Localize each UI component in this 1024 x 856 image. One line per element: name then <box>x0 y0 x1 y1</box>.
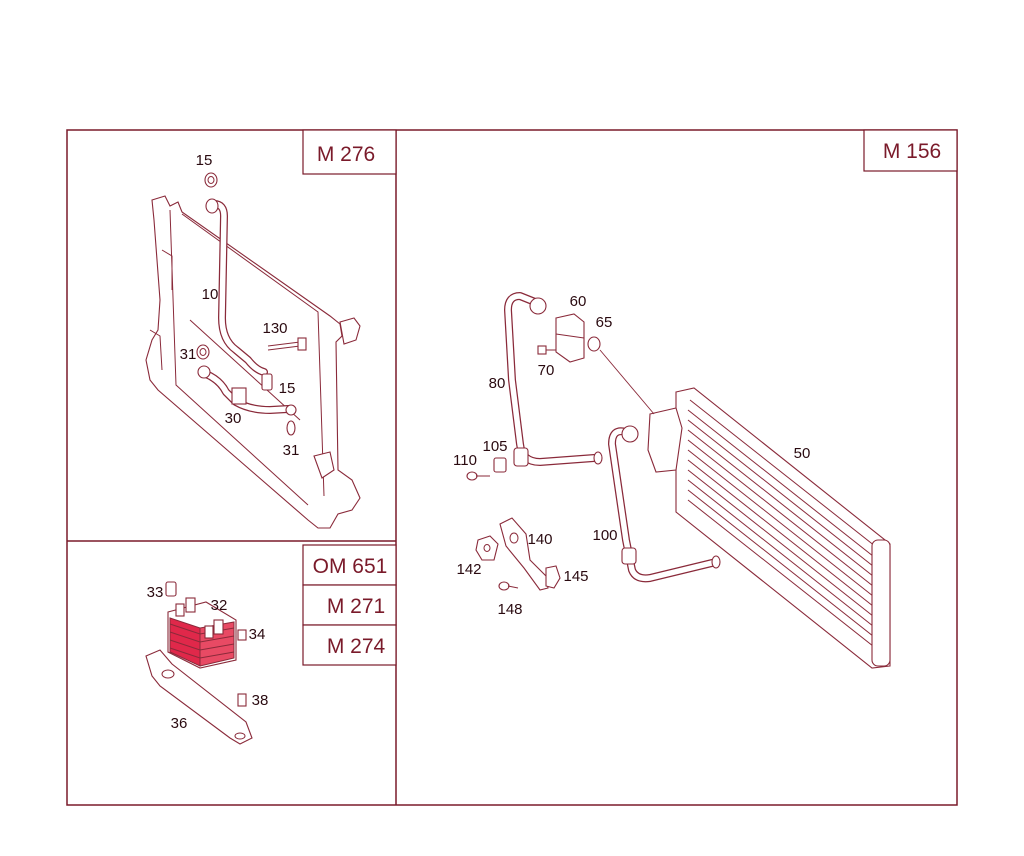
fitting-15-right <box>261 373 273 391</box>
bolt-148 <box>498 581 519 591</box>
callout-34: 34 <box>249 626 266 643</box>
callout-15-top: 15 <box>196 152 213 169</box>
nut-145 <box>545 565 561 589</box>
callout-65: 65 <box>596 314 613 331</box>
seal-15-top <box>204 172 218 188</box>
svg-text:M 156: M 156 <box>883 140 941 163</box>
leader-65 <box>599 349 655 415</box>
oil-cooler <box>167 597 237 669</box>
seal-65 <box>587 336 601 352</box>
callout-10: 10 <box>202 286 219 303</box>
bolt-38 <box>237 693 247 707</box>
bracket-140 <box>499 517 549 591</box>
cooler-50 <box>647 387 891 669</box>
model-label-om651: OM 651 <box>302 544 397 586</box>
callout-32: 32 <box>211 597 228 614</box>
connector-60 <box>555 313 585 363</box>
callout-50: 50 <box>794 445 811 462</box>
diagram-frame <box>66 129 958 806</box>
cooler-line-30 <box>197 365 292 414</box>
callout-100: 100 <box>592 527 617 544</box>
svg-text:M 276: M 276 <box>317 143 375 166</box>
cooler-line-10 <box>205 198 268 376</box>
clip-105 <box>493 457 507 473</box>
callout-15-right: 15 <box>279 380 296 397</box>
callout-105: 105 <box>482 438 507 455</box>
model-label-m156: M 156 <box>863 129 958 172</box>
nut-142 <box>475 535 499 561</box>
callout-140: 140 <box>527 531 552 548</box>
svg-text:M 274: M 274 <box>327 635 386 658</box>
callout-145: 145 <box>563 568 588 585</box>
callout-130: 130 <box>262 320 287 337</box>
callout-80: 80 <box>489 375 506 392</box>
seal-31-left <box>196 344 210 360</box>
model-label-m276: M 276 <box>302 129 397 175</box>
callout-60: 60 <box>570 293 587 310</box>
screw-34 <box>237 629 247 641</box>
bracket-36 <box>145 649 253 745</box>
callout-30: 30 <box>225 410 242 427</box>
callout-33: 33 <box>147 584 164 601</box>
callout-142: 142 <box>456 561 481 578</box>
model-label-m271: M 271 <box>302 584 397 626</box>
svg-text:OM 651: OM 651 <box>313 555 388 578</box>
callout-36: 36 <box>171 715 188 732</box>
oil-line-80 <box>504 292 603 467</box>
callout-38: 38 <box>252 692 269 709</box>
callout-148: 148 <box>497 601 522 618</box>
callout-110: 110 <box>453 452 477 469</box>
bolt-70 <box>537 345 556 355</box>
model-label-m274: M 274 <box>302 624 397 666</box>
svg-text:M 271: M 271 <box>327 595 385 618</box>
bolt-130 <box>267 337 307 351</box>
seal-31-bottom <box>285 404 297 436</box>
callout-70: 70 <box>538 362 555 379</box>
plug-33 <box>165 581 177 597</box>
oil-line-100 <box>608 425 721 583</box>
callout-31-bottom: 31 <box>283 442 300 459</box>
bolt-110 <box>466 471 490 481</box>
callout-31-left: 31 <box>180 346 197 363</box>
